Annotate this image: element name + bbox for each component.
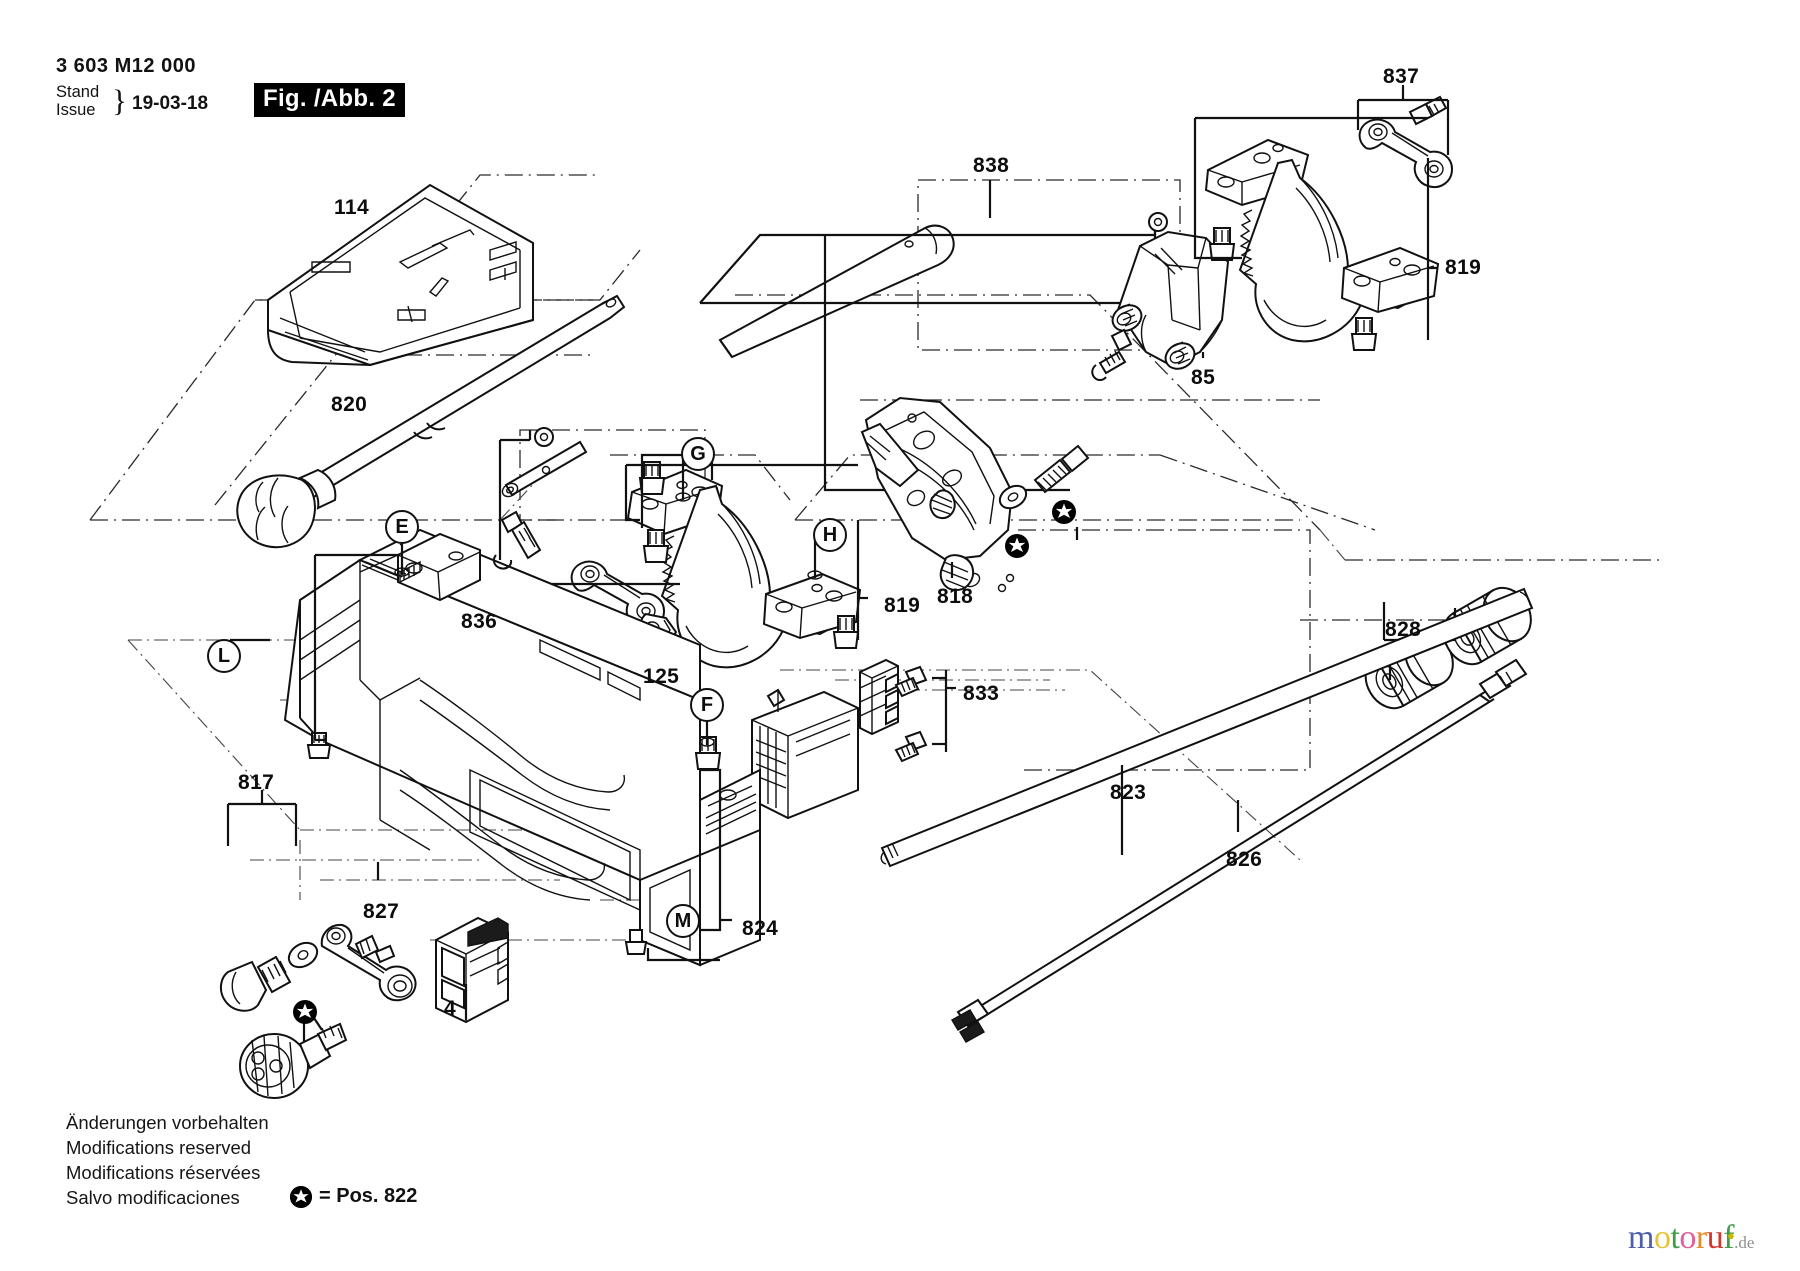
pin-and-screw-G-area (492, 427, 714, 570)
legend-position-note: = Pos. 822 (290, 1185, 417, 1208)
callout-circle-G: G (681, 437, 715, 471)
part-label-819-mid: 819 (884, 594, 921, 617)
main-housing-824 (283, 528, 761, 967)
watermark-letter: r (1695, 1219, 1707, 1256)
part-label-824: 824 (742, 917, 779, 940)
leader-836 (500, 582, 680, 620)
header-figure-badge: Fig. /Abb. 2 (254, 83, 405, 117)
assembly-819-mid (626, 461, 862, 669)
header-part-number: 3 603 M12 000 (56, 55, 196, 77)
watermark-letter: o (1679, 1219, 1696, 1256)
part-827-lever (320, 923, 417, 1002)
watermark-letter: t (1670, 1219, 1680, 1256)
star-burst-icon (290, 1185, 312, 1208)
callout-circle-E: E (385, 510, 419, 544)
part-label-819-top: 819 (1445, 256, 1482, 279)
legend-line: Modifications réservées (66, 1162, 261, 1183)
leader-819-top (1193, 116, 1438, 340)
watermark-accent-dot: ● (1727, 1228, 1735, 1243)
part-label-827: 827 (363, 900, 400, 923)
part-833-block (751, 658, 928, 820)
part-label-817: 817 (238, 771, 275, 794)
part-label-125: 125 (643, 665, 680, 688)
part-label-114: 114 (334, 196, 370, 219)
part-label-833: 833 (963, 682, 1000, 705)
part-label-818: 818 (937, 585, 974, 608)
callout-circle-L: L (207, 639, 241, 673)
part-85-bracket (1091, 230, 1230, 381)
watermark-letter: u (1706, 1219, 1724, 1256)
legend-line: Änderungen vorbehalten (66, 1112, 269, 1133)
watermark-letter: f (1723, 1219, 1735, 1256)
part-820-rod-knob (236, 294, 626, 549)
alignment-guides (89, 174, 1660, 941)
part-818-arm (860, 396, 1090, 593)
part-label-838: 838 (973, 154, 1010, 177)
eyelet-838 (1148, 212, 1168, 232)
star-marker-818-bolt (1052, 500, 1076, 529)
part-label-836: 836 (461, 610, 498, 633)
watermark-letter: o (1653, 1219, 1671, 1256)
legend-block: Änderungen vorbehalten Modifications res… (66, 1110, 466, 1210)
watermark-letter: m (1628, 1219, 1654, 1256)
part-label-828: 828 (1385, 618, 1422, 641)
part-836-link (504, 560, 666, 648)
callout-circle-H: H (813, 518, 847, 552)
part-828-bushings (1364, 586, 1532, 710)
part-label-823: 823 (1110, 781, 1147, 804)
legend-line: Modifications reserved (66, 1137, 252, 1158)
part-114-tray (267, 183, 534, 367)
part-label-4: 4 (444, 997, 457, 1020)
callout-circle-F: F (690, 688, 724, 722)
callout-circle-M: M (666, 904, 700, 938)
star-marker-827-knob (293, 1000, 317, 1029)
star-marker-818-washer (1005, 534, 1029, 563)
header-date: 19-03-18 (132, 93, 209, 114)
part-838-tube (718, 224, 955, 359)
legend-line: Salvo modificaciones (66, 1187, 240, 1208)
header-issue-label: Issue (56, 101, 96, 119)
part-label-826: 826 (1226, 848, 1263, 871)
assembly-819-top (1204, 95, 1454, 351)
watermark-suffix: .de (1734, 1233, 1755, 1252)
leader-837 (1356, 85, 1450, 155)
leader-817 (226, 790, 298, 846)
drawing-header: 3 603 M12 000 Stand Issue } 19-03-18 Fig… (56, 55, 476, 145)
leader-819-mid (624, 463, 868, 640)
leader-L (230, 553, 400, 742)
leader-838 (699, 180, 1157, 492)
part-label-837: 837 (1383, 65, 1420, 88)
part-label-85: 85 (1191, 366, 1216, 389)
watermark-motoruf: motoruf.de ● (1628, 1218, 1754, 1263)
part-label-820: 820 (331, 393, 368, 416)
leader-833 (932, 670, 956, 752)
part-823-rod (880, 587, 1534, 868)
part-125-clip (638, 612, 678, 647)
header-stand-label: Stand (56, 83, 100, 101)
header-brace: } (112, 83, 127, 118)
legend-position-text: = Pos. 822 (319, 1185, 418, 1207)
